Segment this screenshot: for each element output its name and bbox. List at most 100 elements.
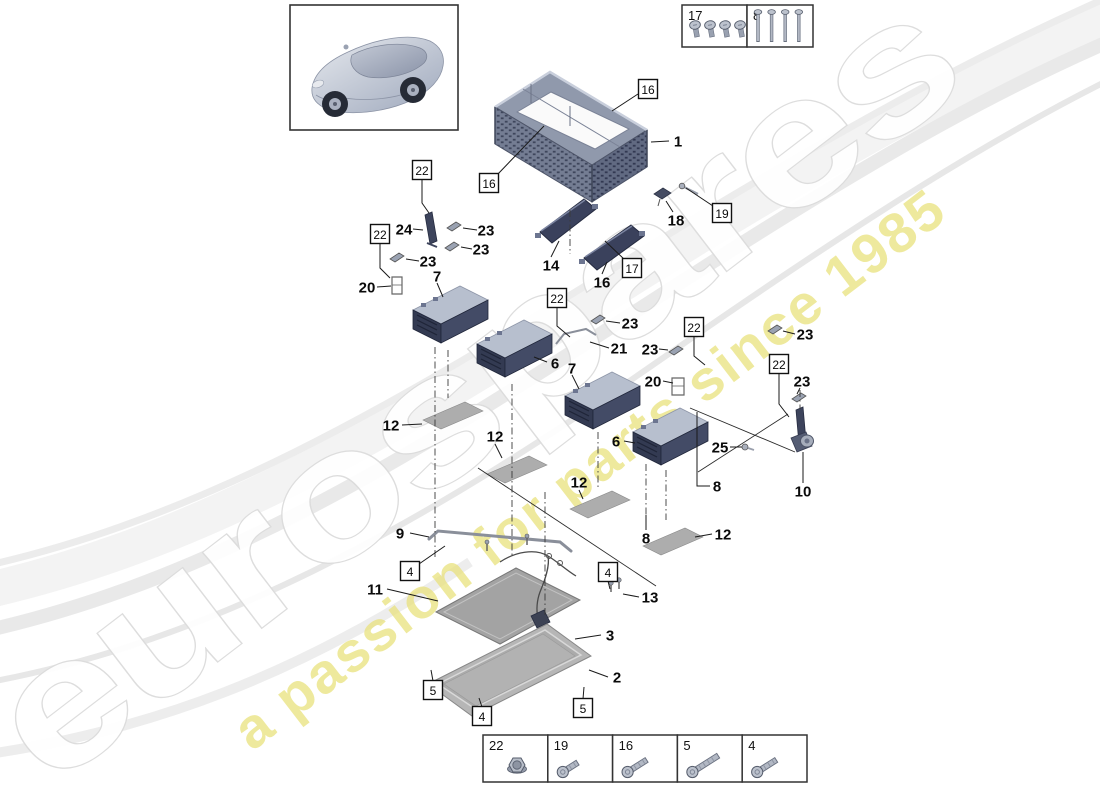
assembly-axes: [434, 210, 801, 616]
callout-3[interactable]: 3: [574, 628, 614, 645]
part-1-battery-frame[interactable]: [494, 70, 648, 203]
part-21-rail[interactable]: [555, 327, 597, 345]
callout-number: 7: [568, 361, 576, 378]
callout-22[interactable]: 22: [768, 353, 790, 418]
callout-16[interactable]: 16: [611, 78, 659, 112]
callout-16[interactable]: 16: [478, 125, 545, 194]
callout-number: 22: [772, 358, 786, 372]
part-14-cover[interactable]: [535, 198, 598, 244]
callout-23[interactable]: 23: [794, 374, 811, 395]
callout-number: 4: [407, 565, 414, 579]
part-6-battery-module-a[interactable]: [476, 319, 553, 378]
callout-7[interactable]: 7: [568, 361, 580, 390]
callout-24[interactable]: 24: [396, 222, 424, 239]
legend-number: 22: [489, 738, 503, 753]
callout-17[interactable]: 17: [604, 240, 643, 279]
rivet-screw-icon: [689, 20, 746, 38]
top-legend-cell-8[interactable]: 8: [746, 4, 814, 48]
leader-line: [533, 356, 548, 363]
callout-5[interactable]: 5: [422, 669, 444, 701]
part-11-platform[interactable]: [434, 567, 582, 645]
part-6-battery-module-b[interactable]: [632, 407, 709, 466]
callout-5[interactable]: 5: [572, 686, 594, 719]
part-20-bracket-right[interactable]: [671, 377, 685, 396]
callout-19[interactable]: 19: [685, 187, 733, 224]
callout-22[interactable]: 22: [411, 159, 433, 214]
screw-long-icon: [686, 752, 721, 779]
part-7-battery-module-b[interactable]: [564, 371, 641, 430]
callout-8[interactable]: 8: [642, 515, 650, 548]
screw-medium-icon: [751, 756, 779, 779]
part-7-battery-module-a[interactable]: [412, 285, 489, 344]
callout-1[interactable]: 1: [650, 134, 682, 151]
callout-6[interactable]: 6: [612, 434, 636, 451]
part-24-bracket[interactable]: [424, 211, 438, 248]
callout-box: [683, 316, 705, 338]
callout-18[interactable]: 18: [665, 200, 684, 230]
flange-nut-icon: [507, 757, 527, 774]
callout-box: [711, 202, 733, 224]
part-16-cover[interactable]: [579, 224, 645, 271]
callout-25[interactable]: 25: [712, 440, 742, 457]
bottom-legend-cell-22[interactable]: 22: [482, 734, 549, 783]
callout-7[interactable]: 7: [433, 269, 444, 298]
callout-23[interactable]: 23: [462, 223, 494, 240]
callout-10[interactable]: 10: [795, 452, 812, 501]
part-10-latch-bracket[interactable]: [790, 406, 814, 453]
callout-23[interactable]: 23: [782, 327, 813, 344]
callout-11[interactable]: 11: [367, 582, 439, 602]
part-12-pads[interactable]: [422, 401, 704, 556]
callout-number: 5: [580, 702, 587, 716]
callout-number: 23: [420, 254, 437, 271]
callout-number: 8: [713, 479, 721, 496]
panamera-car-icon: [311, 36, 444, 117]
callout-16[interactable]: 16: [594, 261, 611, 292]
top-legend-cell-17[interactable]: 17: [681, 4, 748, 48]
part-20-bracket-left[interactable]: [391, 276, 403, 295]
callout-12[interactable]: 12: [694, 527, 731, 544]
callout-23[interactable]: 23: [605, 316, 638, 333]
bottom-legend-cell-19[interactable]: 19: [547, 734, 614, 783]
callout-2[interactable]: 2: [588, 670, 621, 687]
callout-22[interactable]: 22: [369, 223, 391, 279]
callout-12[interactable]: 12: [383, 418, 423, 435]
callout-23[interactable]: 23: [642, 342, 669, 359]
leader-line: [623, 440, 636, 444]
callout-number: 25: [712, 440, 729, 457]
legend-number: 17: [688, 8, 702, 23]
leader-line: [460, 246, 473, 250]
part-9-rod[interactable]: [427, 529, 573, 553]
callout-12[interactable]: 12: [571, 475, 588, 500]
bottom-legend-cell-4[interactable]: 4: [741, 734, 808, 783]
callout-4[interactable]: 4: [471, 697, 493, 727]
callout-number: 2: [613, 670, 621, 687]
callout-21[interactable]: 21: [589, 341, 627, 358]
part-2-tray[interactable]: [427, 623, 592, 717]
leader-line: [782, 330, 796, 335]
callout-20[interactable]: 20: [359, 280, 392, 297]
callout-23[interactable]: 23: [405, 254, 437, 271]
callout-number: 6: [551, 356, 559, 373]
part-23-clips[interactable]: [389, 221, 807, 403]
callout-22[interactable]: 22: [683, 316, 706, 366]
callout-20[interactable]: 20: [645, 374, 674, 391]
callout-9[interactable]: 9: [396, 526, 430, 543]
bottom-legend-cell-16[interactable]: 16: [611, 734, 679, 783]
callout-14[interactable]: 14: [543, 240, 560, 275]
swoosh-curve-bottom: [0, 557, 473, 758]
callout-23[interactable]: 23: [460, 242, 489, 259]
callout-13[interactable]: 13: [622, 590, 658, 607]
part-18-fitting[interactable]: [653, 187, 672, 207]
part-25-screw[interactable]: [741, 443, 755, 451]
callout-number: 3: [606, 628, 614, 645]
callout-6[interactable]: 6: [533, 356, 559, 373]
bottom-legend-cell-5[interactable]: 5: [676, 734, 743, 783]
callout-22[interactable]: 22: [546, 287, 571, 338]
callout-number: 20: [645, 374, 662, 391]
callout-12[interactable]: 12: [487, 429, 504, 459]
callout-4[interactable]: 4: [597, 561, 619, 590]
callout-4[interactable]: 4: [399, 545, 446, 582]
callout-8[interactable]: 8: [696, 412, 721, 496]
